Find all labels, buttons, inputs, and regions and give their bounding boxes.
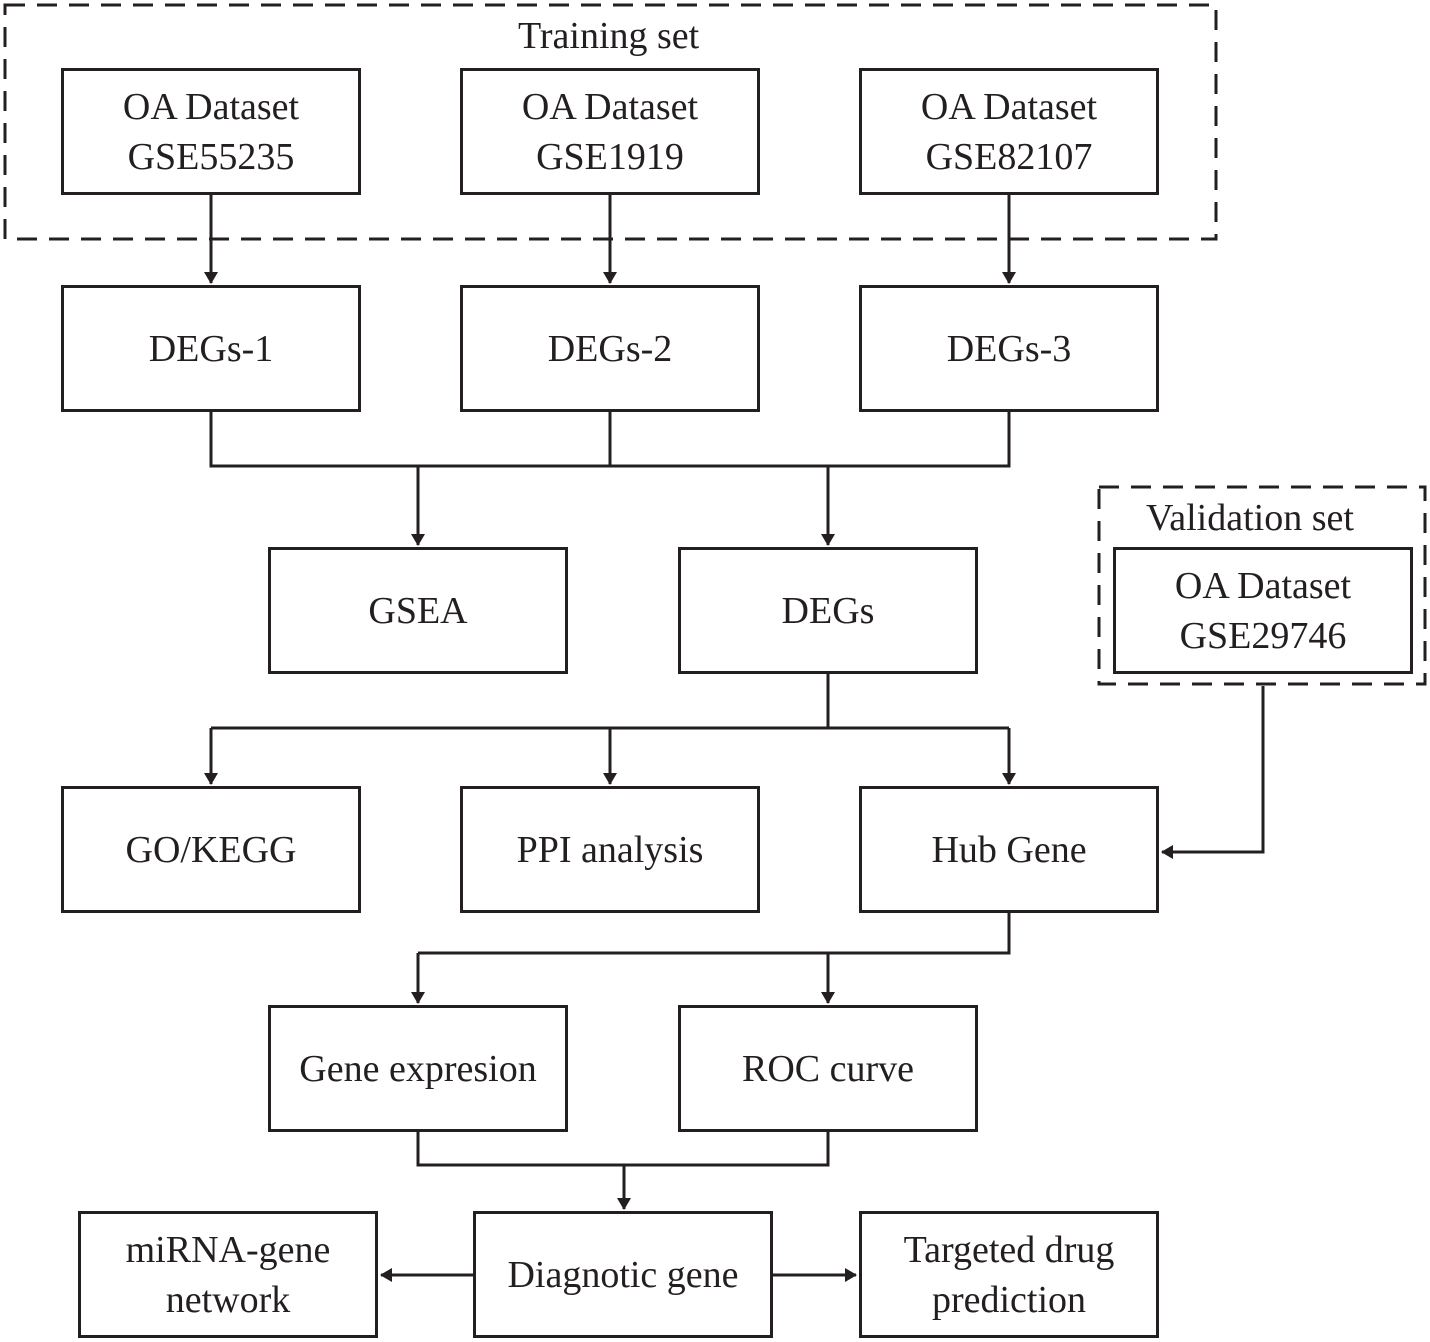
dataset-gse82107: OA Dataset GSE82107 <box>859 68 1159 195</box>
gene-expression-box: Gene expresion <box>268 1005 568 1132</box>
hub-gene-box: Hub Gene <box>859 786 1159 913</box>
node-label: Diagnotic gene <box>507 1253 739 1296</box>
node-label: GSEA <box>368 589 468 632</box>
node-label-line2: network <box>165 1278 291 1321</box>
node-label: DEGs <box>781 589 875 632</box>
degs-1-box: DEGs-1 <box>61 285 361 412</box>
node-label: ROC curve <box>741 1047 915 1090</box>
node-label: DEGs-1 <box>148 327 274 370</box>
merge-line-diag <box>416 1132 830 1167</box>
merge-line-degs <box>209 412 1011 468</box>
degs-box: DEGs <box>678 547 978 674</box>
ppi-analysis-box: PPI analysis <box>460 786 760 913</box>
node-label-line1: miRNA-gene <box>125 1228 331 1271</box>
node-label: Hub Gene <box>931 828 1087 871</box>
node-label-line1: Targeted drug <box>903 1228 1115 1271</box>
dataset-gse29746: OA Dataset GSE29746 <box>1113 547 1413 674</box>
dataset-title: OA Dataset <box>521 85 699 128</box>
dataset-id: GSE1919 <box>536 135 684 178</box>
dataset-title: OA Dataset <box>1174 564 1352 607</box>
degs-3-box: DEGs-3 <box>859 285 1159 412</box>
dataset-title: OA Dataset <box>920 85 1098 128</box>
node-label: PPI analysis <box>516 828 704 871</box>
node-label: DEGs-3 <box>946 327 1072 370</box>
node-label-line2: prediction <box>931 1278 1087 1321</box>
node-label: Gene expresion <box>299 1047 537 1090</box>
branch-line-degs <box>211 674 1009 730</box>
dataset-gse1919: OA Dataset GSE1919 <box>460 68 760 195</box>
node-label: GO/KEGG <box>125 828 297 871</box>
dataset-gse55235: OA Dataset GSE55235 <box>61 68 361 195</box>
node-label: DEGs-2 <box>547 327 673 370</box>
branch-line-hub <box>418 913 1011 955</box>
roc-curve-box: ROC curve <box>678 1005 978 1132</box>
dataset-title: OA Dataset <box>122 85 300 128</box>
go-kegg-box: GO/KEGG <box>61 786 361 913</box>
mirna-gene-network-box: miRNA-gene network <box>78 1211 378 1338</box>
dataset-id: GSE82107 <box>925 135 1093 178</box>
validation-set-label: Validation set <box>1140 496 1360 540</box>
training-set-label: Training set <box>512 14 706 58</box>
arrow-validation-to-hub <box>1161 686 1265 859</box>
gsea-box: GSEA <box>268 547 568 674</box>
degs-2-box: DEGs-2 <box>460 285 760 412</box>
diagnostic-gene-box: Diagnotic gene <box>473 1211 773 1338</box>
targeted-drug-prediction-box: Targeted drug prediction <box>859 1211 1159 1338</box>
dataset-id: GSE29746 <box>1179 614 1347 657</box>
dataset-id: GSE55235 <box>127 135 295 178</box>
validation-set-border <box>1097 485 1427 686</box>
